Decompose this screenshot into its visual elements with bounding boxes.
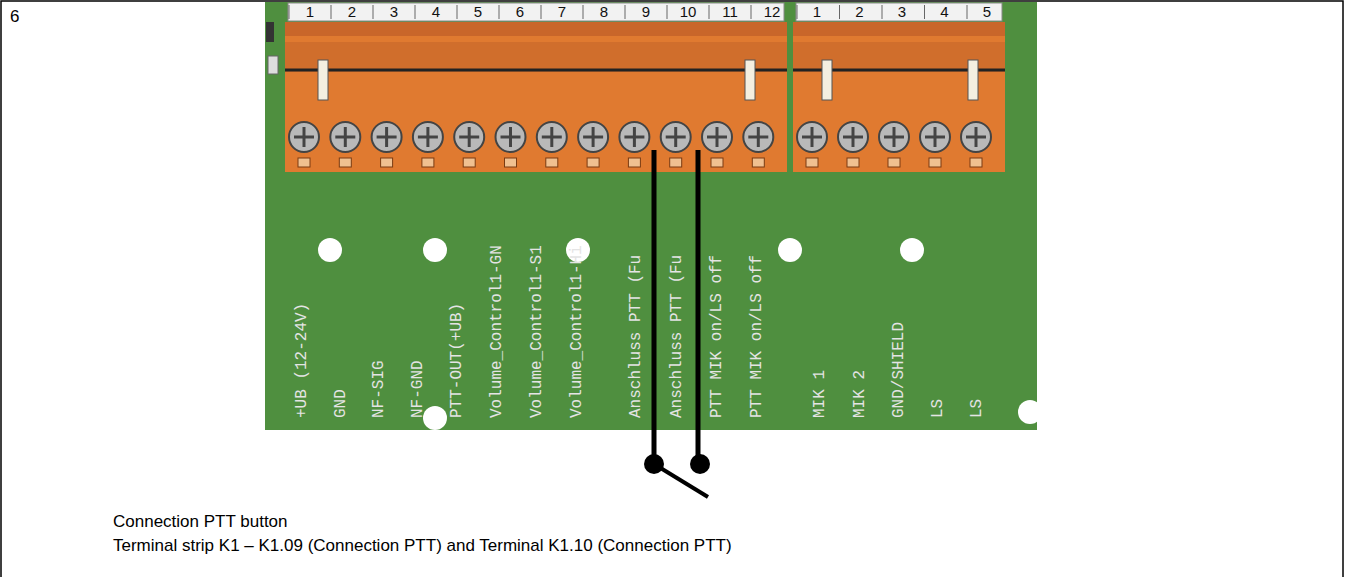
- pin-name: NF-GND: [410, 360, 426, 418]
- terminal-number: 5: [983, 4, 991, 19]
- screw: [961, 122, 991, 152]
- screw: [330, 122, 360, 152]
- screw: [289, 122, 319, 152]
- screw: [702, 122, 732, 152]
- terminal-number: 7: [558, 4, 566, 19]
- pin-name: LS: [969, 399, 985, 418]
- terminal-number: 2: [348, 4, 356, 19]
- pin-name: PTT-OUT(+UB): [449, 303, 465, 418]
- terminal-number: 8: [600, 4, 608, 19]
- screw: [619, 122, 649, 152]
- terminal-number: 3: [390, 4, 398, 19]
- screw: [372, 122, 402, 152]
- screw: [454, 122, 484, 152]
- screw: [496, 122, 526, 152]
- pin-name: LS: [930, 399, 946, 418]
- pin-name: PTT MIK on/LS off: [749, 255, 765, 418]
- screw: [838, 122, 868, 152]
- row-number: 6: [10, 8, 19, 25]
- caption-line: Terminal strip K1 – K1.09 (Connection PT…: [113, 537, 732, 554]
- pin-name: GND: [333, 389, 349, 418]
- terminal-number: 4: [940, 4, 948, 19]
- pin-name: PTT MIK on/LS off: [709, 255, 725, 418]
- terminal-number: 5: [474, 4, 482, 19]
- terminal-number: 1: [306, 4, 314, 19]
- pin-name: GND/SHIELD: [891, 322, 907, 418]
- terminal-number: 1: [813, 4, 821, 19]
- terminal-number: 10: [680, 4, 697, 19]
- terminal-number: 6: [516, 4, 524, 19]
- terminal-number: 4: [432, 4, 440, 19]
- caption-line: Connection PTT button: [113, 513, 288, 530]
- screw: [879, 122, 909, 152]
- screw: [661, 122, 691, 152]
- terminal-number: 3: [898, 4, 906, 19]
- screw: [537, 122, 567, 152]
- pin-name: Anschluss PTT (Fu: [669, 255, 685, 418]
- pin-name: Volume_Control1-GN: [489, 245, 505, 418]
- screw: [578, 122, 608, 152]
- screw: [920, 122, 950, 152]
- pin-name: Volume_Control1-S1: [529, 245, 545, 418]
- terminal-number: 11: [722, 4, 738, 19]
- terminal-number: 12: [764, 4, 781, 19]
- pin-name: Anschluss PTT (Fu: [628, 255, 644, 418]
- screw: [743, 122, 773, 152]
- terminal-number: 2: [855, 4, 863, 19]
- pin-name: Volume_Control1-Hi: [569, 245, 585, 418]
- terminal-number: 9: [642, 4, 650, 19]
- screw: [797, 122, 827, 152]
- pin-name: NF-SIG: [371, 360, 387, 418]
- pin-name: MIK 1: [812, 370, 828, 418]
- pin-name: +UB (12-24V): [294, 303, 310, 418]
- pin-name: MIK 2: [852, 370, 868, 418]
- screw: [413, 122, 443, 152]
